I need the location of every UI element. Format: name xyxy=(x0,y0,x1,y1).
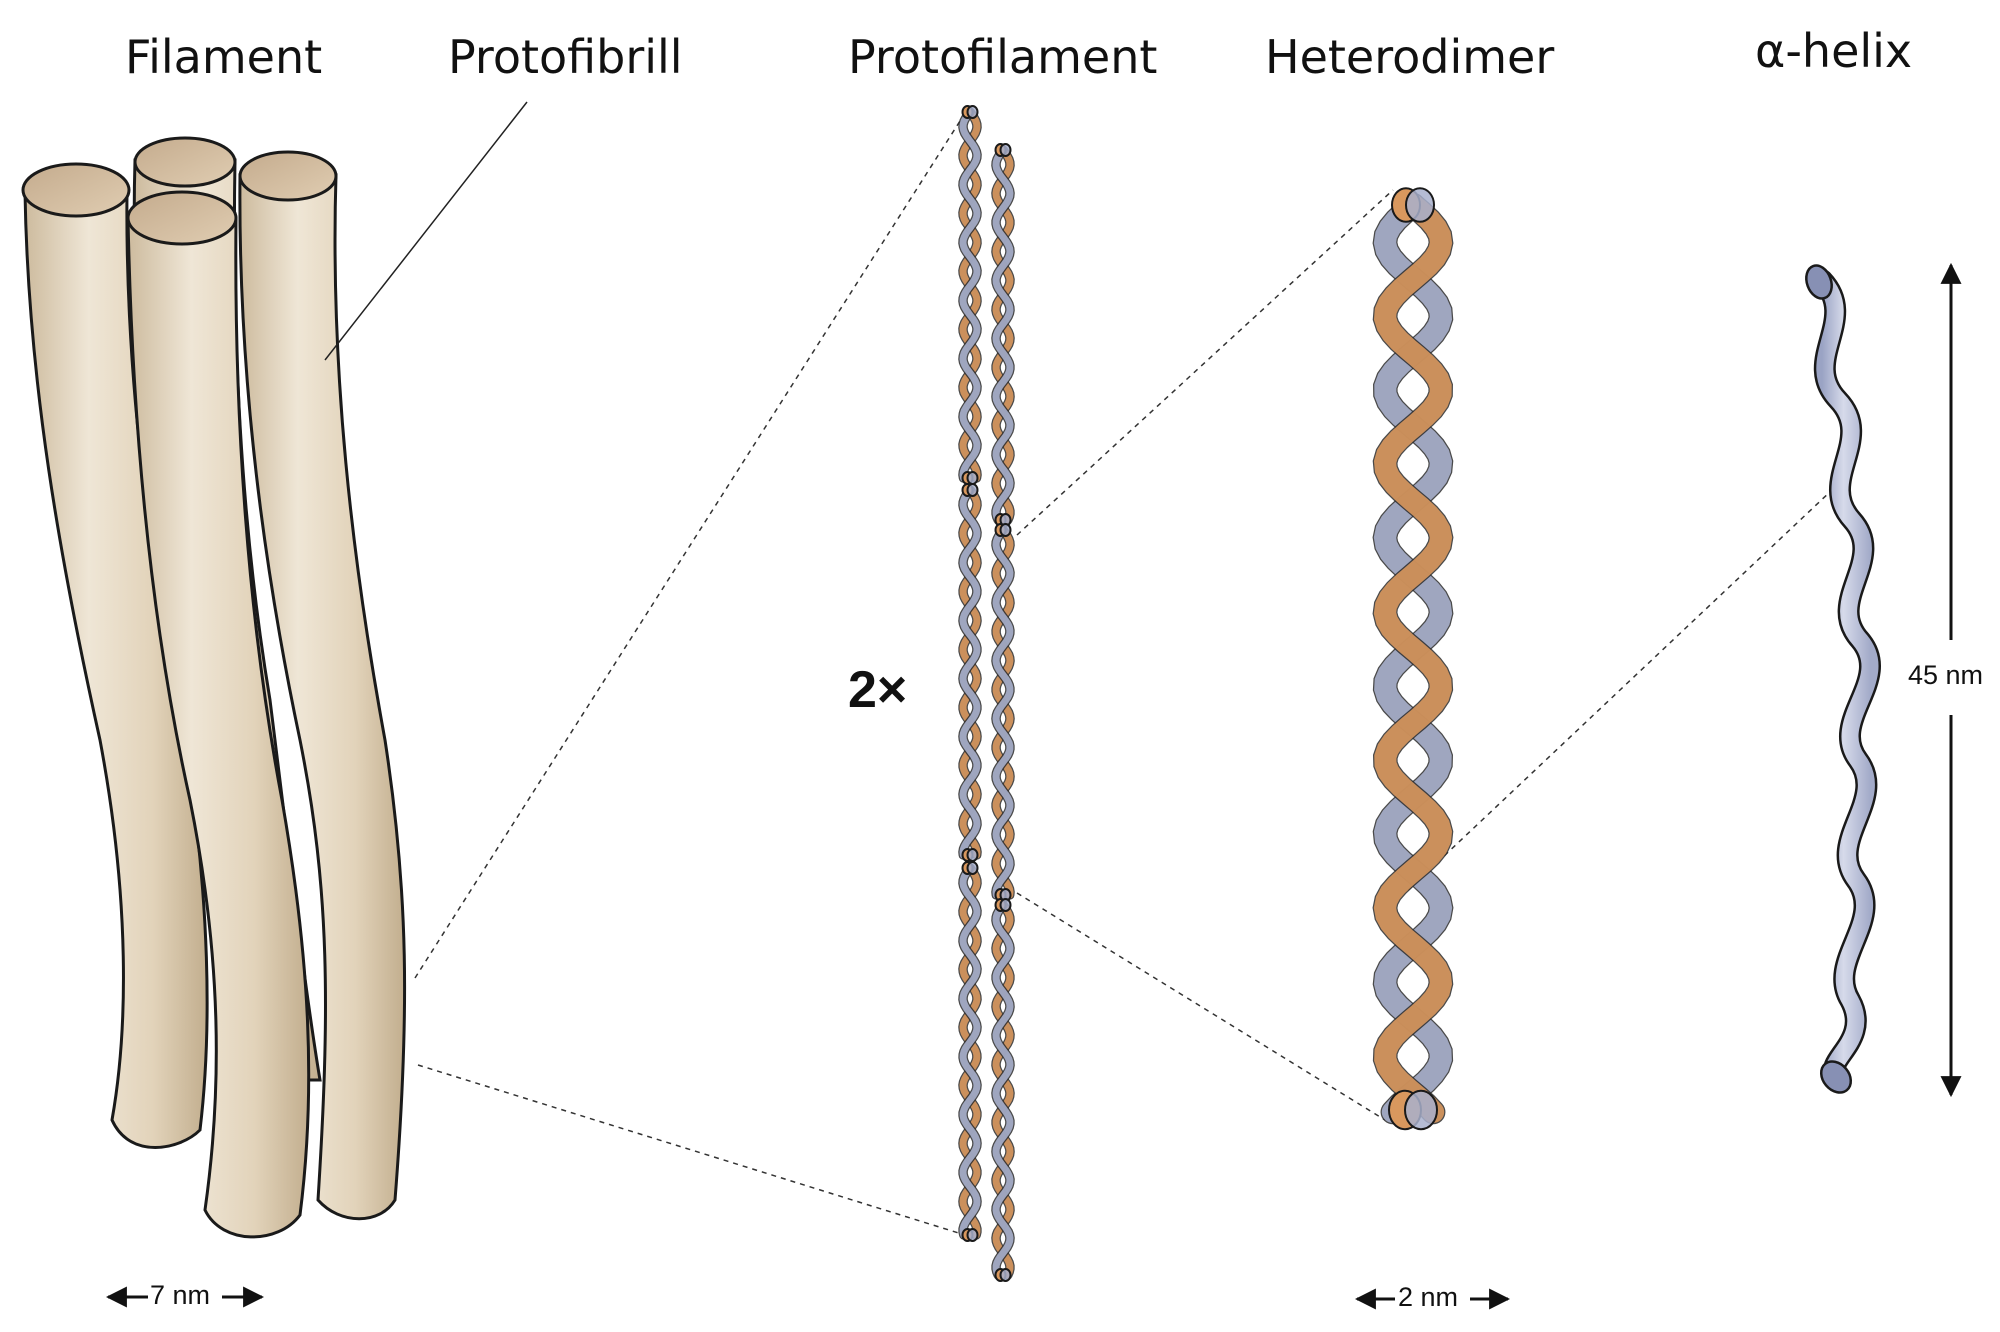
filament-bundle xyxy=(21,136,407,1239)
protofil-chain-blue-0-0 xyxy=(959,108,981,482)
protofil-chain-blue-0-1 xyxy=(959,486,981,859)
title-protofibril: Protofibrill xyxy=(448,30,683,84)
zoom-line-protofibril-label xyxy=(324,101,528,361)
title-heterodimer: Heterodimer xyxy=(1265,30,1555,84)
filament-tube-left-cap xyxy=(21,162,131,218)
heterodimer-knot-top-blue xyxy=(1405,187,1435,223)
filament-tube-back-cap xyxy=(133,136,237,188)
title-protofilament: Protofilament xyxy=(848,30,1158,84)
heterodimer-coil xyxy=(1372,187,1454,1131)
protofil-knot-bottom-1-2-blue xyxy=(999,1268,1012,1282)
protofil-knot-top-1-1-blue xyxy=(999,523,1012,537)
protofil-knot-top-0-1-blue xyxy=(966,483,979,497)
title-alpha-helix: α-helix xyxy=(1755,24,1913,78)
filament-tube-right xyxy=(238,173,407,1221)
protofil-knot-bottom-0-1-blue xyxy=(966,848,979,862)
alpha-helix-fill xyxy=(1813,271,1879,1084)
zoom-line-protofil-top xyxy=(1016,189,1394,536)
scale-label-helix: 45 nm xyxy=(1908,660,1984,690)
alpha-helix-chain xyxy=(1805,264,1881,1094)
protofil-knot-top-0-0-blue xyxy=(966,105,979,119)
zoom-line-filament-top xyxy=(414,109,968,979)
alpha-helix-end-bottom xyxy=(1819,1060,1853,1094)
zoom-line-protofil-bottom xyxy=(1016,892,1386,1121)
zoom-line-filament-bottom xyxy=(417,1064,966,1236)
heterodimer-knot-bottom-blue xyxy=(1404,1089,1438,1131)
protofil-knot-top-0-2-blue xyxy=(966,861,979,875)
alpha-helix-end-top xyxy=(1805,264,1833,300)
scale-label-filament: 7 nm xyxy=(150,1280,211,1310)
protofilament-multiplier: 2× xyxy=(848,661,908,719)
title-filament: Filament xyxy=(125,30,323,84)
protofil-knot-bottom-0-0-blue xyxy=(966,471,979,485)
protofil-chain-blue-1-0 xyxy=(992,146,1014,524)
filament-tube-front-cap xyxy=(126,190,238,246)
protofil-chain-blue-1-2 xyxy=(992,901,1014,1279)
protofil-chain-blue-1-1 xyxy=(992,526,1014,899)
zoom-line-helix xyxy=(1407,489,1833,891)
filament-tube-right-cap xyxy=(238,150,338,202)
scale-label-heterodimer: 2 nm xyxy=(1398,1282,1459,1312)
protofil-knot-top-1-0-blue xyxy=(999,143,1012,157)
protofil-knot-top-1-2-blue xyxy=(999,898,1012,912)
heterodimer-chain-orange xyxy=(1373,194,1453,1123)
protofil-knot-bottom-0-2-blue xyxy=(966,1228,979,1242)
protofilament-strands xyxy=(958,105,1015,1282)
protofil-chain-blue-0-2 xyxy=(959,864,981,1239)
filament-tube-front xyxy=(126,216,311,1239)
